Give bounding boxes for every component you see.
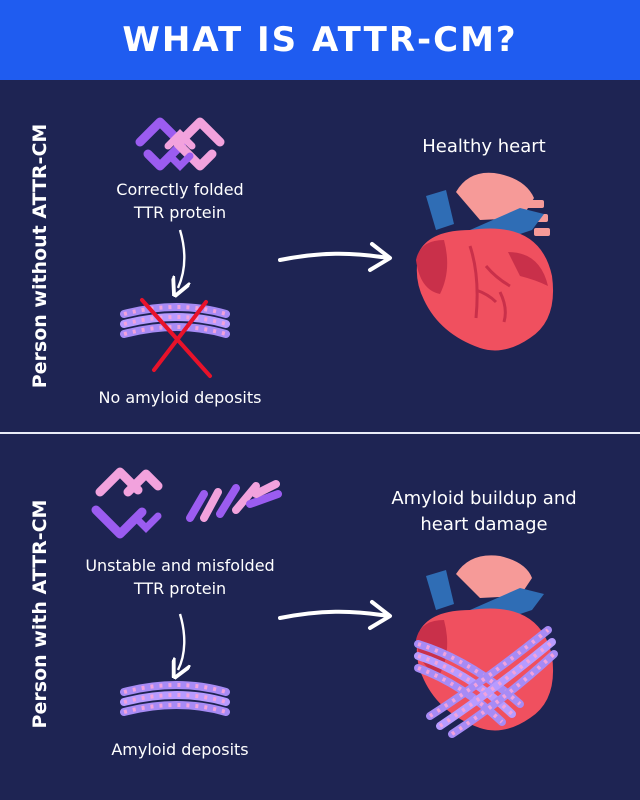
damage-label-line1: Amyloid buildup and xyxy=(391,488,577,509)
folded-protein-icon xyxy=(135,117,225,171)
misfolded-protein-icon xyxy=(186,480,282,522)
healthy-heart-label: Healthy heart xyxy=(422,136,546,157)
down-arrow-icon xyxy=(178,229,184,288)
bottom-panel-illustration xyxy=(91,467,558,738)
down-arrow-icon xyxy=(178,613,184,670)
unstable-protein-caption-line1: Unstable and misfolded xyxy=(85,556,275,575)
right-arrow-icon xyxy=(278,251,390,262)
no-cross-icon xyxy=(140,298,212,378)
amyloid-fibril-icon xyxy=(120,681,230,716)
folded-protein-caption: Correctly folded TTR protein xyxy=(90,178,270,224)
top-panel-illustration xyxy=(120,117,554,378)
panel-with-attr-cm: Person with ATTR-CM xyxy=(0,434,640,800)
unstable-protein-caption-line2: TTR protein xyxy=(133,579,227,599)
right-arrow-icon xyxy=(278,609,390,620)
page-title: WHAT IS ATTR-CM? xyxy=(122,20,518,60)
damage-label: Amyloid buildup and heart damage xyxy=(364,486,604,538)
no-deposits-caption: No amyloid deposits xyxy=(98,388,262,407)
folded-protein-caption-line2: TTR protein xyxy=(133,203,227,223)
folded-protein-caption-line1: Correctly folded xyxy=(116,180,244,199)
healthy-heart-icon xyxy=(416,172,554,351)
deposits-caption: Amyloid deposits xyxy=(111,740,249,759)
header-banner: WHAT IS ATTR-CM? xyxy=(0,0,640,80)
section-divider xyxy=(0,432,640,434)
amyloid-deposit-wrap-icon xyxy=(414,626,558,738)
damage-label-line2: heart damage xyxy=(420,514,548,536)
unstable-protein-icon xyxy=(91,467,163,539)
unstable-protein-caption: Unstable and misfolded TTR protein xyxy=(70,554,290,600)
panel-without-attr-cm: Person without ATTR-CM xyxy=(0,80,640,432)
amyloid-fibril-icon xyxy=(120,303,230,338)
